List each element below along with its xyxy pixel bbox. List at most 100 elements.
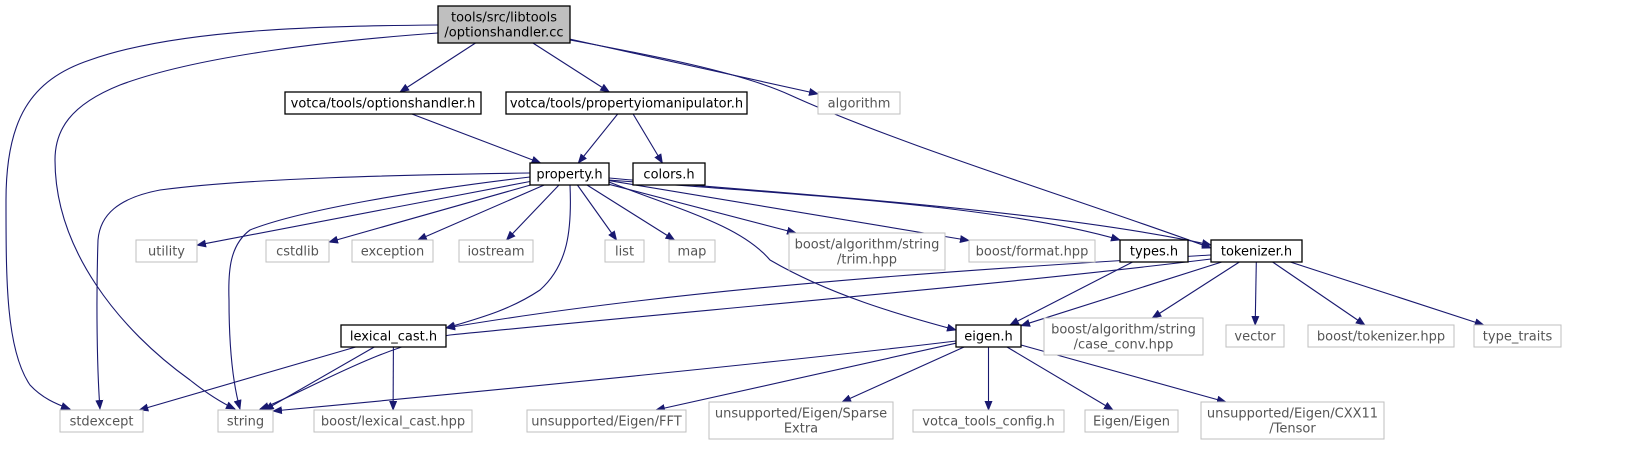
edge-tokenizer-h-to-eigen-h [1020,261,1222,327]
node-label: vector [1234,330,1276,345]
node-box [340,324,447,348]
edge-property-h-to-list [576,184,618,241]
edge-tokenizer-h-to-case-conv-hpp [1151,261,1240,319]
node-label: colors.h [643,168,694,183]
edge-tokenizer-h-to-vector [1251,261,1260,326]
node-label: /case_conv.hpp [1074,338,1174,353]
node-label: exception [361,245,425,260]
node-box [708,401,894,440]
node-propertyiomanipulator-h[interactable]: votca/tools/propertyiomanipulator.h [505,91,748,115]
node-eigen-fft: unsupported/Eigen/FFT [526,409,687,433]
edge-eigen-h-to-string [272,340,957,415]
node-root[interactable]: tools/src/libtools/optionshandler.cc [437,5,571,44]
node-lexical-cast-h[interactable]: lexical_cast.h [340,324,447,348]
node-box [817,91,901,115]
node-box [135,239,198,263]
edge-property-h-to-utility [196,180,531,248]
node-box [217,409,274,433]
edge-property-h-to-exception [416,184,545,241]
node-box [529,162,610,186]
node-tokenizer-hpp: boost/tokenizer.hpp [1307,324,1455,348]
node-map: map [668,239,716,263]
node-label: type_traits [1483,330,1553,345]
node-label: /optionshandler.cc [444,26,563,41]
edge-propertyiomanipulator-h-to-colors-h [632,113,663,164]
edge-root-to-tokenizer-h [569,39,1212,249]
node-label: iostream [467,245,524,260]
node-label: votca_tools_config.h [922,415,1054,430]
edge-tokenizer-h-to-type-traits [1290,261,1485,327]
edge-root-to-optionshandler-h [399,42,476,93]
node-label: unsupported/Eigen/FFT [531,415,681,430]
node-algorithm: algorithm [817,91,901,115]
node-format-hpp: boost/format.hpp [968,239,1096,263]
node-box [59,409,144,433]
node-box [351,239,434,263]
node-box [1473,324,1562,348]
node-label: boost/algorithm/string [795,238,940,253]
node-box [313,409,473,433]
node-box [1307,324,1455,348]
node-box [284,91,482,115]
node-box [505,91,748,115]
node-label: tools/src/libtools [451,11,557,26]
nodes-layer: tools/src/libtools/optionshandler.cc votc… [59,5,1562,440]
node-label: tokenizer.h [1221,245,1292,260]
edge-eigen-h-to-eigen-eigen [1006,346,1114,411]
edge-types-h-to-eigen-h [1009,261,1133,326]
node-case-conv-hpp: boost/algorithm/string/case_conv.hpp [1043,317,1204,356]
node-types-h[interactable]: types.h [1119,239,1189,263]
node-box [1119,239,1189,263]
node-box [526,409,687,433]
edge-property-h-to-lexical-cast-h [445,184,571,330]
node-label: Eigen/Eigen [1093,415,1170,430]
edge-property-h-to-map [586,184,676,241]
node-label: /trim.hpp [837,253,897,268]
node-box [604,239,645,263]
node-label: types.h [1130,245,1178,260]
edge-tokenizer-h-to-tokenizer-hpp [1272,261,1366,326]
edge-optionshandler-h-to-property-h [411,113,542,164]
node-eigen-cxx11-tensor: unsupported/Eigen/CXX11/Tensor [1200,401,1385,440]
edge-eigen-h-to-eigen-fft [654,342,957,412]
edge-property-h-to-cstdlib [328,184,531,244]
node-colors-h[interactable]: colors.h [632,162,706,186]
node-box [912,409,1065,433]
node-lexical-cast-hpp: boost/lexical_cast.hpp [313,409,473,433]
node-label: boost/algorithm/string [1051,323,1196,338]
node-exception: exception [351,239,434,263]
edge-property-h-to-iostream [505,184,560,241]
edge-property-h-to-string [228,176,531,410]
node-box [1043,317,1204,356]
node-box [668,239,716,263]
node-property-h[interactable]: property.h [529,162,610,186]
edges-layer [5,24,1485,415]
node-box [955,324,1022,348]
edge-property-h-to-stdexcept [95,172,531,410]
node-label: map [678,245,707,260]
edge-property-h-to-types-h [608,179,1121,242]
node-type-traits: type_traits [1473,324,1562,348]
edge-lexical-cast-h-to-string [263,346,375,411]
node-box [437,5,571,44]
node-votca-tools-config-h: votca_tools_config.h [912,409,1065,433]
node-label: utility [148,245,185,260]
edge-property-h-to-trim-hpp [608,183,797,235]
node-utility: utility [135,239,198,263]
edge-property-h-to-format-hpp [608,180,970,243]
node-eigen-eigen: Eigen/Eigen [1084,409,1179,433]
node-trim-hpp: boost/algorithm/string/trim.hpp [788,232,946,271]
node-tokenizer-h[interactable]: tokenizer.h [1210,239,1303,263]
edge-lexical-cast-h-to-stdexcept [138,346,356,412]
node-label: votca/tools/propertyiomanipulator.h [510,97,743,112]
node-eigen-h[interactable]: eigen.h [955,324,1022,348]
node-box [632,162,706,186]
node-box [1084,409,1179,433]
node-string: string [217,409,274,433]
node-label: eigen.h [964,330,1012,345]
node-label: Extra [784,422,818,437]
node-optionshandler-h[interactable]: votca/tools/optionshandler.h [284,91,482,115]
node-box [265,239,330,263]
